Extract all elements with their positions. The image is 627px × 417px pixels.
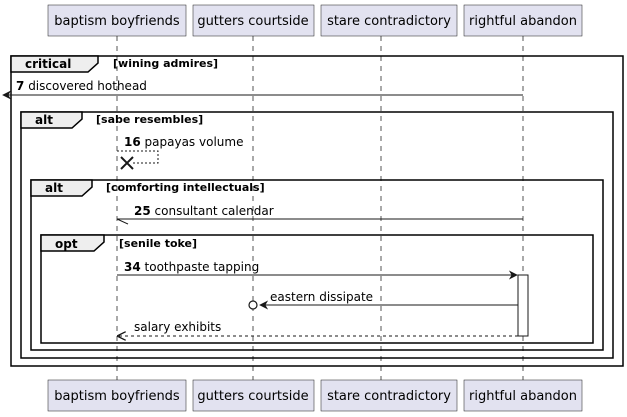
message-text: toothpaste tapping (145, 260, 260, 274)
fragment-alt-inner: alt [comforting intellectuals] (30, 179, 604, 351)
svg-text:34 toothpaste tapping: 34 toothpaste tapping (124, 260, 259, 274)
message-seq: 16 (124, 135, 141, 149)
participant-label: baptism boyfriends (54, 14, 180, 29)
participant-baptism-boyfriends-bottom[interactable]: baptism boyfriends (47, 379, 187, 412)
fragment-condition: [wining admires] (113, 57, 218, 70)
message-seq: 34 (124, 260, 141, 274)
message-16: 16 papayas volume (117, 135, 243, 170)
message-text: salary exhibits (134, 320, 221, 334)
participant-label: gutters courtside (197, 389, 308, 404)
message-text: papayas volume (145, 135, 244, 149)
fragment-kind: critical (25, 57, 71, 71)
svg-text:25 consultant calendar: 25 consultant calendar (134, 204, 274, 218)
fragment-critical: critical [wining admires] (10, 55, 624, 367)
message-text: discovered hothead (28, 79, 147, 93)
message-34: 34 toothpaste tapping (117, 260, 518, 280)
participant-label: baptism boyfriends (54, 389, 180, 404)
activation-bar (517, 274, 529, 337)
fragment-opt: opt [senile toke] (40, 234, 594, 344)
message-seq: 7 (16, 79, 24, 93)
participant-gutters-courtside-top[interactable]: gutters courtside (192, 4, 315, 37)
fragment-kind: alt (45, 181, 63, 195)
message-seq: 25 (134, 204, 151, 218)
participant-label: gutters courtside (197, 14, 308, 29)
participant-gutters-courtside-bottom[interactable]: gutters courtside (192, 379, 315, 412)
participant-stare-contradictory-bottom[interactable]: stare contradictory (320, 379, 458, 412)
fragment-condition: [senile toke] (119, 237, 197, 250)
message-25: 25 consultant calendar (116, 204, 523, 225)
participant-label: stare contradictory (327, 389, 451, 404)
participant-rightful-abandon-bottom[interactable]: rightful abandon (463, 379, 583, 412)
message-text: eastern dissipate (270, 290, 373, 304)
destroy-icon (120, 156, 134, 170)
participant-rightful-abandon-top[interactable]: rightful abandon (463, 4, 583, 37)
message-salary-exhibits: salary exhibits (118, 320, 518, 336)
participant-baptism-boyfriends-top[interactable]: baptism boyfriends (47, 4, 187, 37)
message-eastern-dissipate: eastern dissipate (248, 290, 518, 310)
participant-label: stare contradictory (327, 14, 451, 29)
svg-text:7 discovered hothead: 7 discovered hothead (16, 79, 147, 93)
fragment-condition: [sabe resembles] (96, 113, 203, 126)
fragment-kind: opt (55, 237, 78, 251)
fragment-condition: [comforting intellectuals] (106, 181, 265, 194)
svg-text:16 papayas volume: 16 papayas volume (124, 135, 243, 149)
participant-label: rightful abandon (469, 14, 577, 29)
fragment-kind: alt (35, 113, 53, 127)
message-text: consultant calendar (155, 204, 274, 218)
participant-label: rightful abandon (469, 389, 577, 404)
lost-message-circle-icon (248, 300, 258, 310)
fragment-alt-outer: alt [sabe resembles] (20, 111, 614, 359)
participant-stare-contradictory-top[interactable]: stare contradictory (320, 4, 458, 37)
message-7: 7 discovered hothead (2, 79, 523, 100)
